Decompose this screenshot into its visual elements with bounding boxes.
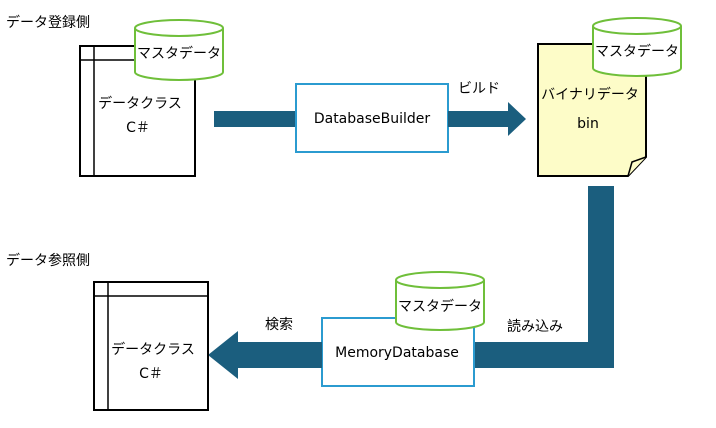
build-label: ビルド [458,81,500,97]
binary-data-ext: bin [577,116,599,132]
binary-data-file: バイナリデータ bin [537,43,647,177]
arrow-memory-db-to-class [208,331,322,379]
load-label: 読み込み [507,318,563,335]
bottom-data-class-box: データクラス C＃ [93,281,209,411]
memory-cylinder-label: マスタデータ [398,298,482,315]
memory-database-label: MemoryDatabase [335,345,459,361]
section-label-registration: データ登録側 [6,14,90,31]
binary-data-label: バイナリデータ [541,86,639,103]
database-builder-label: DatabaseBuilder [314,111,431,127]
top-class-lang: C＃ [126,120,150,136]
database-builder-box: DatabaseBuilder [295,83,449,153]
top-class-label: データクラス [98,95,182,112]
search-label: 検索 [265,316,293,333]
arrow-builder-to-bin [448,102,526,136]
bin-cylinder-label: マスタデータ [595,43,679,60]
bin-master-data-cylinder: マスタデータ [592,17,682,77]
arrow-bin-to-memory-db [474,186,614,368]
memory-master-data-cylinder: マスタデータ [395,271,485,331]
section-label-reference: データ参照側 [6,252,90,269]
arrow-class-to-builder [214,111,296,127]
bottom-class-lang: C＃ [139,366,163,382]
top-master-data-cylinder: マスタデータ [134,19,224,81]
bottom-class-label: データクラス [111,341,195,358]
top-cylinder-label: マスタデータ [137,45,221,62]
